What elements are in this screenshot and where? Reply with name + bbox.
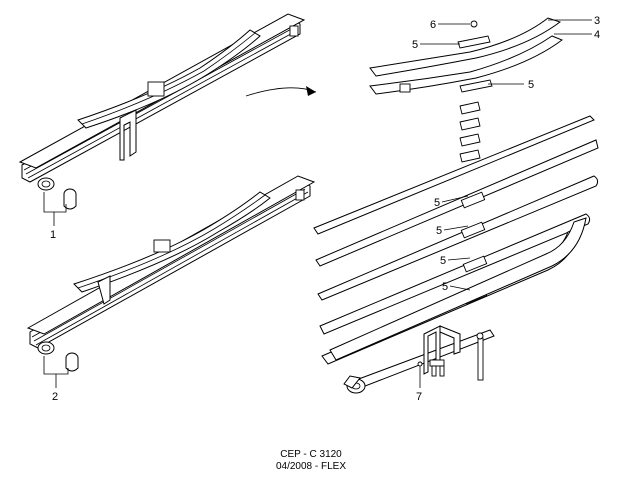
- callout-1-group: 1: [43, 192, 67, 241]
- leaf-2: [315, 139, 599, 267]
- callout-2-group: 2: [43, 356, 69, 403]
- footer-date: 04/2008 - FLEX: [275, 461, 347, 472]
- callout-5e-group: 5: [440, 255, 471, 267]
- assembled-spring-top: [18, 13, 306, 210]
- callout-label-5d: 5: [436, 225, 442, 237]
- callout-5c-group: 5: [434, 195, 469, 209]
- callout-label-2: 2: [52, 391, 58, 403]
- long-bolt: [476, 332, 484, 381]
- footer-code: CEP - C 3120: [280, 449, 342, 460]
- leaf-1: [313, 115, 595, 235]
- callout-6-group: 6: [430, 19, 470, 31]
- callout-7-group: 7: [416, 366, 422, 403]
- callout-label-4: 4: [594, 29, 600, 41]
- callout-label-5b: 5: [528, 79, 534, 91]
- callout-5a-group: 5: [412, 39, 460, 51]
- helper-leaf-upper: [369, 17, 564, 95]
- callout-5f-group: 5: [442, 281, 471, 293]
- callout-label-7: 7: [416, 391, 422, 403]
- callout-5d-group: 5: [436, 225, 469, 237]
- callout-label-5e: 5: [440, 255, 446, 267]
- leaf-3: [317, 175, 599, 301]
- assembled-spring-bottom: [26, 175, 316, 372]
- callout-4-group: 4: [554, 29, 600, 41]
- explode-arrow: [245, 86, 317, 97]
- callout-5b-group: 5: [488, 79, 534, 91]
- u-clamp: [423, 325, 461, 375]
- leaf-6-curved-end: [329, 217, 587, 361]
- center-bolt: [470, 20, 478, 28]
- leaf-4: [319, 213, 591, 335]
- spacer-pads: [457, 35, 493, 163]
- callout-label-1: 1: [50, 229, 56, 241]
- callout-label-6: 6: [430, 19, 436, 31]
- callout-label-5a: 5: [412, 39, 418, 51]
- callout-3-group: 3: [548, 15, 600, 27]
- callout-label-5c: 5: [434, 197, 440, 209]
- callout-label-5f: 5: [442, 281, 448, 293]
- callout-label-3: 3: [594, 15, 600, 27]
